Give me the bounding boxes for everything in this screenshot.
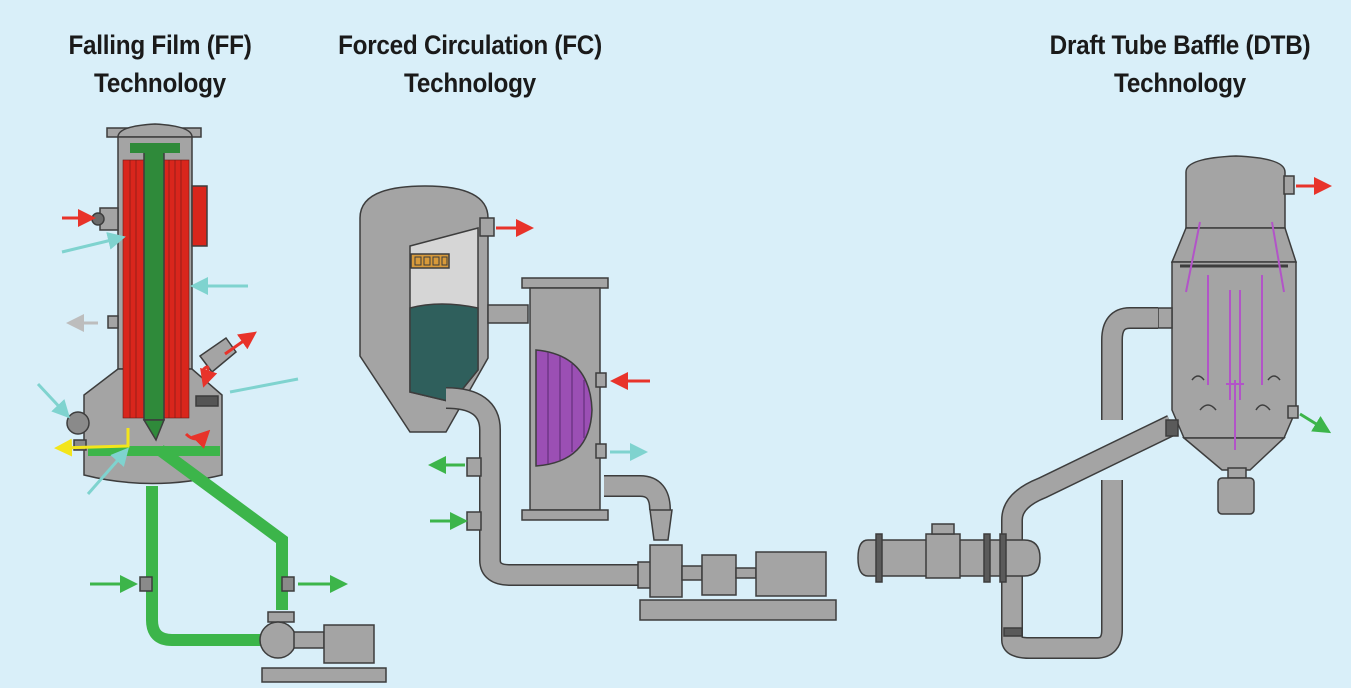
dtb-title-line2: Technology: [1114, 68, 1246, 98]
ff-steam-jacket: [191, 185, 208, 247]
dtb-title-line1: Draft Tube Baffle (DTB): [1049, 30, 1311, 60]
fc-liquid: [409, 303, 479, 403]
ff-pump: [259, 611, 387, 683]
fc-heater-top-flange: [521, 277, 609, 289]
ff-liquid-level: [88, 446, 220, 456]
fc-circulation-pipe: [445, 388, 640, 585]
fc-title-line2: Technology: [404, 68, 536, 98]
fc-pump: [637, 509, 837, 621]
dtb-elutriation-leg: [1217, 477, 1255, 515]
forced-circulation-evaporator: [359, 185, 837, 621]
ff-title-line2: Technology: [94, 68, 226, 98]
ff-central-tube: [143, 149, 165, 421]
ff-title: Falling Film (FF) Technology: [43, 26, 277, 102]
ff-recirc-pipe: [146, 486, 270, 646]
fc-title-line1: Forced Circulation (FC): [338, 30, 602, 60]
dtb-circulation-pipe: [1002, 416, 1177, 658]
ff-flow-arrows: [36, 209, 348, 593]
falling-film-evaporator: [66, 123, 387, 683]
dtb-title: Draft Tube Baffle (DTB) Technology: [1027, 26, 1333, 102]
dtb-heat-exchanger: [857, 523, 1041, 583]
fc-flow-arrows: [428, 219, 650, 530]
fc-heater-tubes: [535, 349, 593, 467]
fc-title: Forced Circulation (FC) Technology: [317, 26, 623, 102]
dtb-flow-arrows: [1296, 177, 1332, 434]
dtb-vapour-head: [1185, 155, 1286, 229]
ff-title-line1: Falling Film (FF): [68, 30, 252, 60]
draft-tube-baffle-crystallizer: [857, 155, 1299, 659]
dtb-return-pipe: [1102, 308, 1158, 420]
dtb-draft-tube: [1185, 221, 1285, 450]
